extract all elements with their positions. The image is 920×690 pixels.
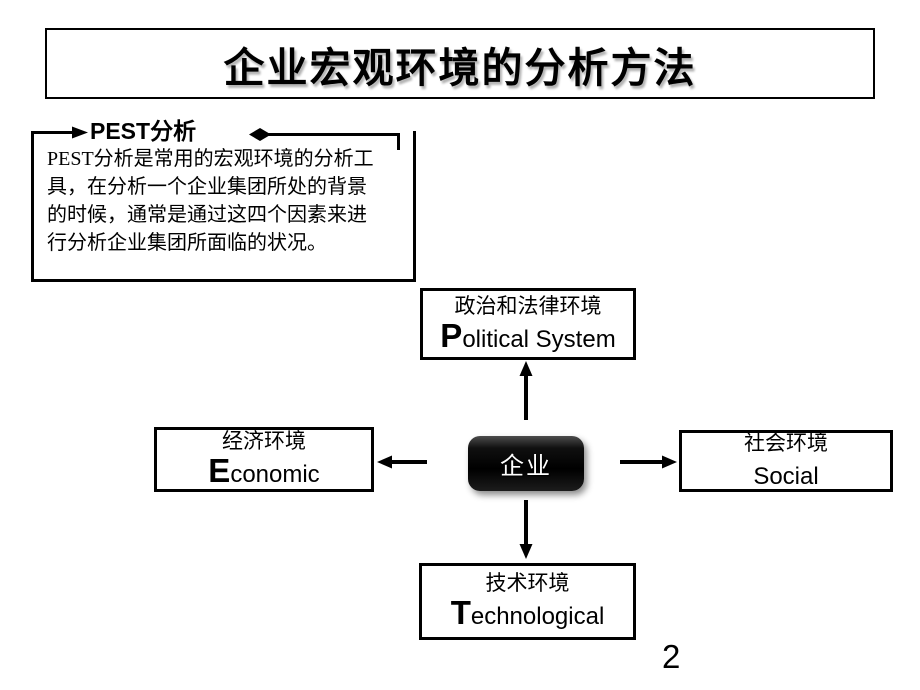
node-economic-en-rest: conomic xyxy=(230,461,320,488)
node-enterprise-center: 企业 xyxy=(468,436,584,491)
pest-description-line: PEST分析是常用的宏观环境的分析工 xyxy=(47,148,374,170)
pest-description-line: 的时候，通常是通过这四个因素来进 xyxy=(47,204,367,226)
slide-title: 企业宏观环境的分析方法 xyxy=(223,44,697,91)
pest-description-line: 具，在分析一个企业集团所处的背景 xyxy=(47,176,367,198)
pest-callout-label: PEST分析 xyxy=(90,118,197,144)
node-social: 社会环境 Social xyxy=(679,430,893,492)
arrow-center-to-social xyxy=(620,455,677,469)
node-social-en-rest: Social xyxy=(753,462,819,490)
node-political-en-rest: olitical System xyxy=(462,325,616,353)
node-technological-en-initial: T xyxy=(450,594,471,631)
node-technological: 技术环境 Technological xyxy=(419,563,636,640)
node-technological-en-label: Technological xyxy=(450,594,605,633)
arrow-center-to-economic xyxy=(377,455,427,469)
arrow-center-to-technological xyxy=(519,500,533,559)
pest-description-box: PEST分析是常用的宏观环境的分析工 具，在分析一个企业集团所处的背景 的时候，… xyxy=(31,131,416,282)
node-technological-cn-label: 技术环境 xyxy=(485,571,570,595)
node-political: 政治和法律环境 Political System xyxy=(420,288,636,360)
node-social-en-label: Social xyxy=(753,457,818,493)
node-economic-cn-label: 经济环境 xyxy=(222,429,306,453)
page-number: 2 xyxy=(662,638,681,675)
node-technological-en-rest: echnological xyxy=(470,603,605,630)
arrow-center-to-political xyxy=(519,361,533,420)
node-economic-en-label: Economic xyxy=(208,452,320,491)
node-social-cn-label: 社会环境 xyxy=(744,430,828,455)
node-enterprise-label: 企业 xyxy=(500,454,552,480)
node-political-en-initial: P xyxy=(440,316,463,354)
node-economic-en-initial: E xyxy=(208,452,231,489)
node-political-en-label: Political System xyxy=(440,316,616,356)
node-economic: 经济环境 Economic xyxy=(154,427,374,492)
node-political-cn-label: 政治和法律环境 xyxy=(454,293,602,318)
slide-title-box: 企业宏观环境的分析方法 xyxy=(45,28,875,99)
pest-description-line: 行分析企业集团所面临的状况。 xyxy=(47,232,327,254)
